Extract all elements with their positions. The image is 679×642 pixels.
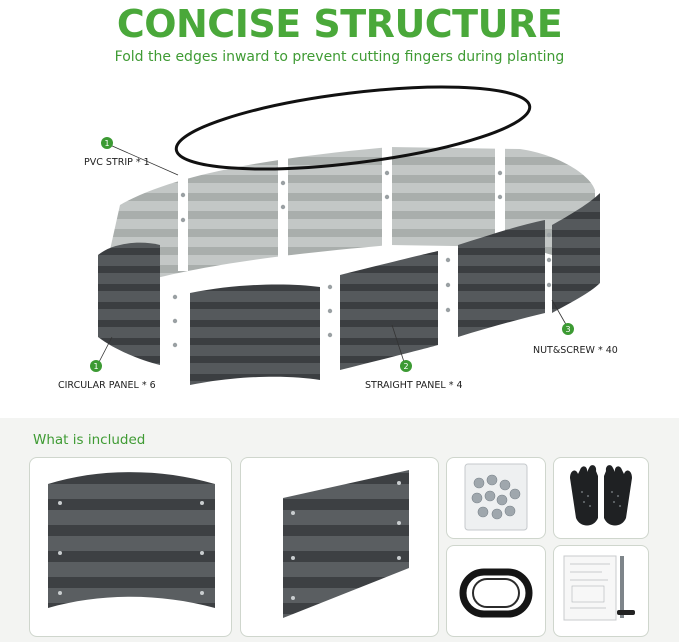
straight-panel-front-2: [340, 251, 438, 370]
callout-badge-pvc: 1: [101, 137, 113, 149]
card-circular-panel: [29, 457, 232, 637]
callout-badge-circular: 1: [90, 360, 102, 372]
straight-panel-icon: [283, 470, 409, 618]
inner-wall: [100, 147, 595, 295]
circular-panel-right: [552, 193, 600, 313]
card-manual-wrench: [553, 545, 649, 637]
card-straight-panel: [240, 457, 439, 637]
leader-lines: [97, 144, 569, 366]
callout-badge-straight: 2: [400, 360, 412, 372]
callout-badge-nut: 3: [562, 323, 574, 335]
circular-panel-left: [98, 242, 160, 365]
label-nut-screw: NUT&SCREW * 40: [533, 345, 618, 356]
circular-panel-icon: [48, 472, 215, 608]
svg-text:3: 3: [565, 325, 570, 334]
svg-text:1: 1: [104, 139, 109, 148]
exploded-diagram: 1 1 2 3: [0, 75, 679, 415]
manual-wrench-icon: [563, 555, 635, 621]
card-rubber-strip: [446, 545, 546, 637]
rubber-strip-icon: [459, 568, 533, 618]
card-gloves: [553, 457, 649, 539]
pvc-strip: [174, 85, 532, 171]
included-heading: What is included: [33, 432, 146, 448]
svg-text:2: 2: [403, 362, 408, 371]
label-circular-panel: CIRCULAR PANEL * 6: [58, 380, 156, 391]
screws: [172, 170, 552, 348]
card-screw-bag: [446, 457, 546, 539]
svg-text:1: 1: [93, 362, 98, 371]
raised-bed-illustration: 1 1 2 3: [90, 85, 600, 385]
page-title: CONCISE STRUCTURE: [116, 2, 563, 46]
screw-bag-icon: [464, 463, 528, 531]
label-pvc-strip: PVC STRIP * 1: [84, 157, 150, 168]
page-subtitle: Fold the edges inward to prevent cutting…: [114, 49, 565, 65]
label-straight-panel: STRAIGHT PANEL * 4: [365, 380, 463, 391]
straight-panel-front-1: [190, 284, 320, 385]
straight-panel-front-3: [458, 220, 545, 337]
gloves-icon: [570, 465, 632, 526]
